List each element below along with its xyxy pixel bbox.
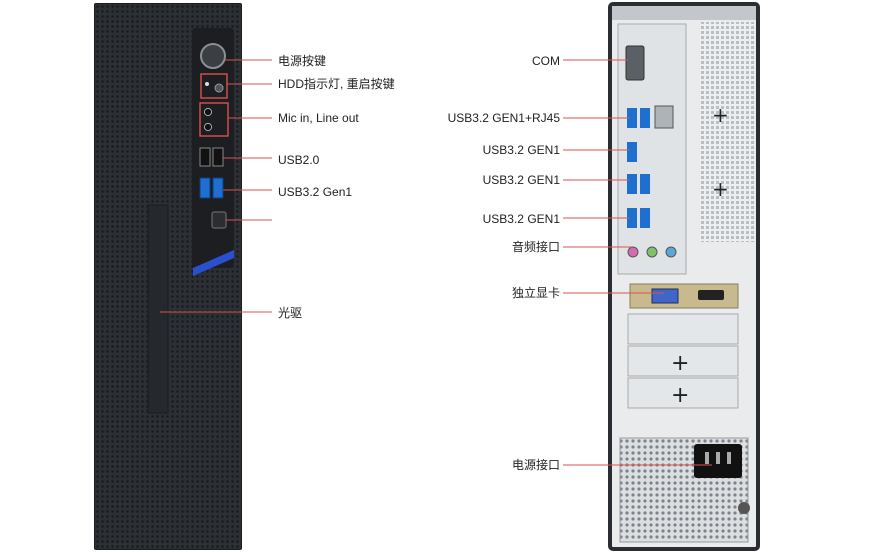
usb32-port-icon (627, 108, 637, 128)
label-usb-rear-2: USB3.2 GEN1 (482, 173, 560, 187)
front-accent-stripe (193, 250, 234, 276)
usb32-port-icon (640, 174, 650, 194)
label-audio: 音频接口 (511, 240, 560, 254)
audio-jack-highlight (199, 102, 229, 137)
label-usb-rear-1: USB3.2 GEN1 (482, 143, 560, 157)
leader-lines (160, 59, 712, 466)
optical-drive-slot (147, 204, 169, 414)
label-mic-line: Mic in, Line out (278, 111, 359, 125)
screw-icon (738, 502, 750, 514)
label-usb20: USB2.0 (278, 153, 320, 167)
line-out-jack-icon (203, 122, 213, 132)
hdd-led-icon (205, 82, 209, 86)
audio-jack-blue-icon (665, 246, 677, 258)
rj45-port-icon (654, 105, 674, 129)
label-usb32-gen1-front: USB3.2 Gen1 (278, 185, 353, 199)
label-gpu: 独立显卡 (511, 286, 560, 300)
com-port-icon (625, 45, 645, 81)
label-hdd-reset: HDD指示灯, 重启按键 (278, 77, 395, 91)
expansion-slot (627, 377, 739, 409)
usb20-port-icon (212, 147, 224, 167)
rear-top-strip (612, 6, 756, 20)
plus-icon: + (712, 103, 729, 127)
usb20-port-icon (199, 147, 211, 167)
label-power-button: 电源按键 (278, 54, 327, 68)
usb32-port-icon (212, 177, 224, 199)
power-button-icon (200, 43, 226, 69)
label-power-socket: 电源接口 (511, 458, 560, 472)
plus-icon: + (671, 351, 689, 376)
usb32-port-icon (627, 174, 637, 194)
usb32-port-icon (627, 142, 637, 162)
mic-jack-icon (203, 107, 213, 117)
label-com: COM (532, 54, 560, 68)
audio-jack-green-icon (646, 246, 658, 258)
label-usb-rear-3: USB3.2 GEN1 (482, 212, 560, 226)
expansion-slot (627, 313, 739, 345)
label-optical-drive: 光驱 (278, 306, 303, 320)
vga-port-icon (651, 288, 679, 304)
reset-button-icon (214, 83, 224, 93)
audio-jack-pink-icon (627, 246, 639, 258)
label-usb-rj45: USB3.2 GEN1+RJ45 (447, 111, 560, 125)
plus-icon: + (712, 177, 729, 201)
expansion-slot (627, 345, 739, 377)
hdmi-port-icon (698, 290, 724, 300)
usb32-port-icon (640, 108, 650, 128)
usb32-port-icon (627, 208, 637, 228)
rear-side-vent (700, 22, 754, 242)
plus-icon: + (671, 383, 689, 408)
usb32-port-icon (199, 177, 211, 199)
card-slot-icon (211, 211, 227, 229)
hdd-reset-highlight (200, 73, 228, 99)
usb32-port-icon (640, 208, 650, 228)
